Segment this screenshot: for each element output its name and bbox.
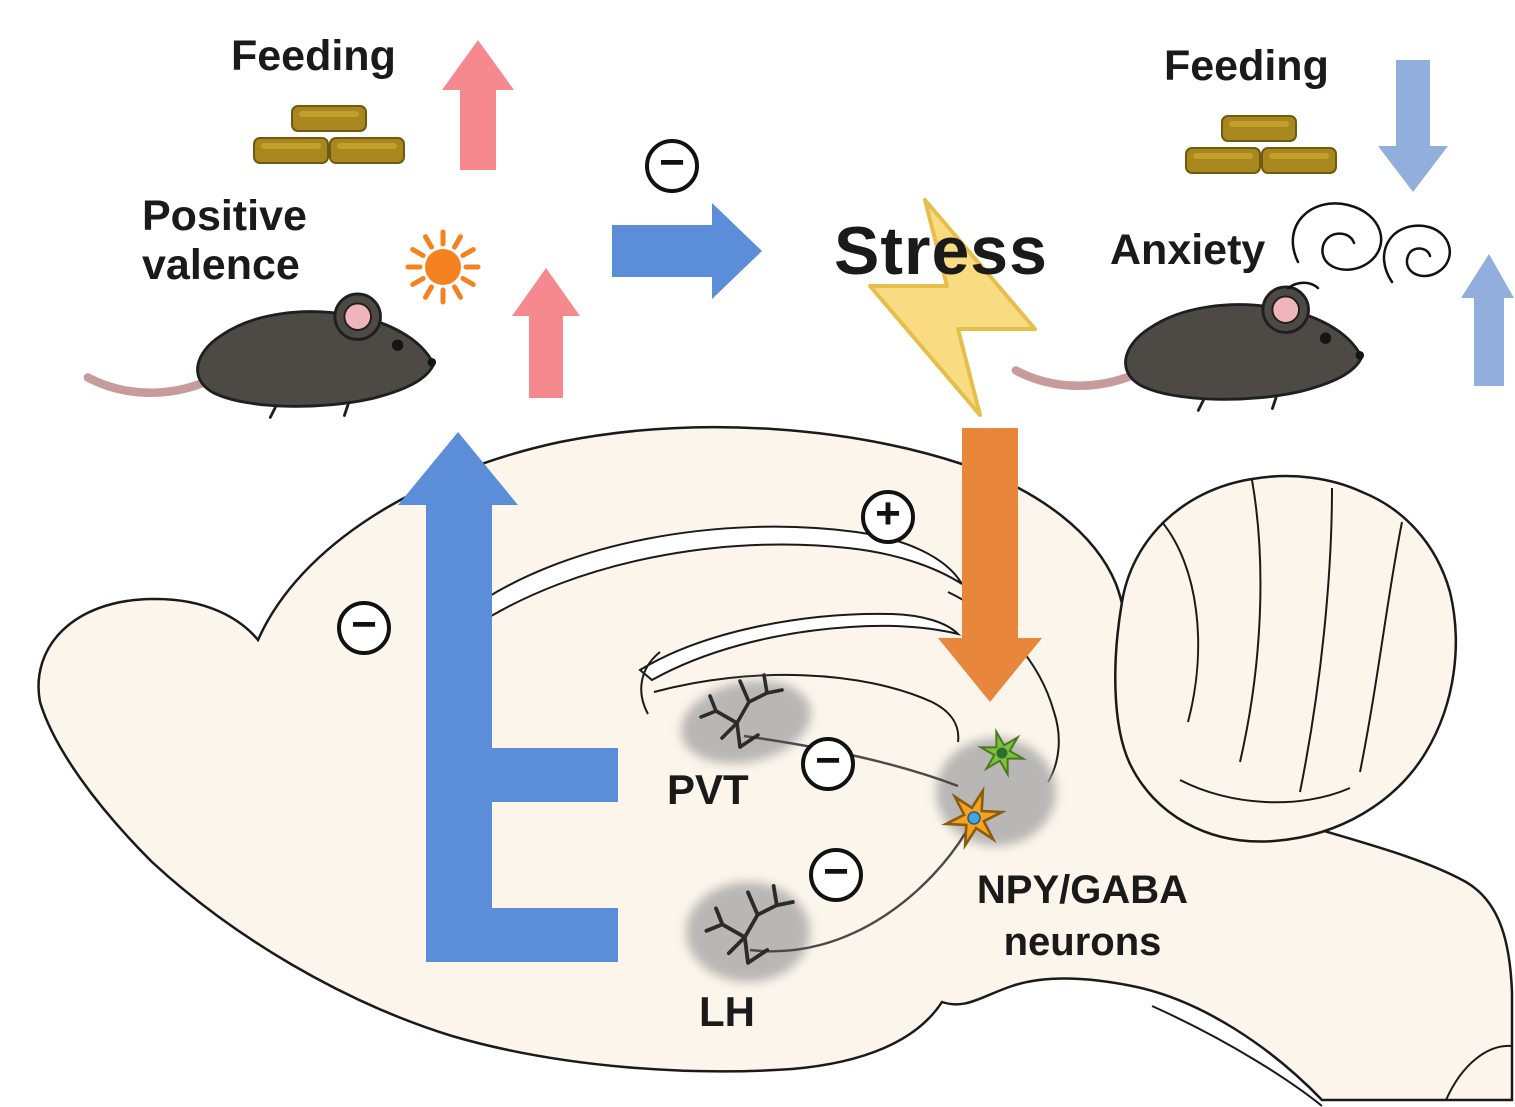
thalamus-curve [653,674,960,743]
minus-sign-stress-input: − [645,139,699,193]
feeding-up-arrow-pink [442,40,514,170]
pvt-axon-path [743,734,959,788]
lightning-bolt-icon [868,198,1037,417]
label-positive-valence-line1: Positive [142,192,307,240]
hippocampus-band [638,612,962,682]
cerebellum-lobule-lines [1161,479,1403,804]
minus-icon: − [659,138,685,187]
valence-up-arrow-pink [512,268,580,398]
label-positive-valence-line2: valence [142,241,300,290]
minus-sign-lh: − [809,848,863,902]
fornix-curve [640,651,661,715]
sun-icon [405,229,481,305]
label-npy-gaba: NPY/GABA neurons [950,864,1215,968]
minus-icon: − [823,847,849,896]
label-anxiety: Anxiety [1110,226,1266,274]
mouse-left-illustration [88,294,436,418]
label-feeding-right: Feeding [1164,42,1329,90]
cerebellum-outline [1114,474,1457,843]
food-pellets-left-icon [253,105,405,164]
big-blue-output-arrow [398,432,618,962]
brainstem-curves [1151,1005,1513,1107]
plus-sign-stress-activation: + [861,490,915,544]
minus-sign-pvt: − [801,737,855,791]
plus-icon: + [875,489,901,538]
label-stress: Stress [834,213,1048,289]
anxiety-scribble-icon [1286,202,1452,290]
label-positive-valence: Positive valence [142,192,307,291]
lh-axon-path [749,831,968,953]
npy-orange-neuron-icon [941,785,1007,851]
minus-sign-cortex-output: − [337,601,391,655]
label-lh: LH [699,988,755,1035]
minus-icon: − [351,600,377,649]
stress-down-arrow-orange [938,428,1042,702]
minus-icon: − [815,736,841,785]
anxiety-up-arrow-blue [1461,254,1514,386]
npy-green-neuron-icon [976,727,1028,779]
label-npy-gaba-line1: NPY/GABA [976,868,1189,912]
feeding-down-arrow-blue [1378,60,1448,192]
food-pellets-right-icon [1185,115,1337,174]
mouse-right-illustration [1016,287,1364,411]
stress-inhibition-arrow [612,203,762,299]
label-npy-gaba-line2: neurons [1003,920,1162,964]
label-feeding-left: Feeding [231,32,396,80]
label-pvt: PVT [667,766,749,813]
